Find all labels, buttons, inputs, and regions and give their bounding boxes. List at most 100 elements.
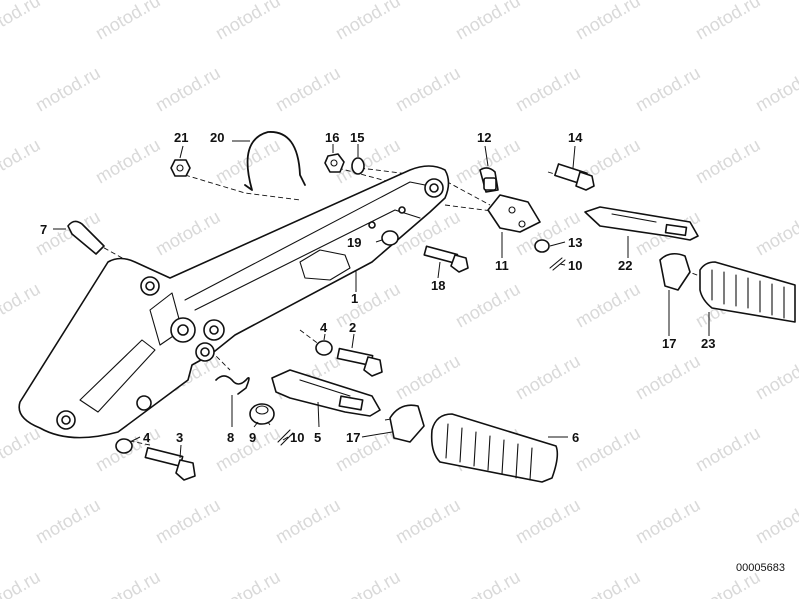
footrest-peg-5 xyxy=(271,369,381,417)
watermark-text: motod.ru xyxy=(632,495,704,548)
watermark-text: motod.ru xyxy=(392,63,464,116)
callout-8: 8 xyxy=(227,430,234,445)
watermark-text: motod.ru xyxy=(572,279,644,332)
watermark-text: motod.ru xyxy=(392,495,464,548)
rubber-bracket-17b xyxy=(659,252,691,291)
callout-14: 14 xyxy=(568,130,583,145)
callout-5: 5 xyxy=(314,430,321,445)
callout-7: 7 xyxy=(40,222,47,237)
nut-16 xyxy=(324,153,345,173)
washer-15 xyxy=(351,157,365,175)
watermark-text: motod.ru xyxy=(572,423,644,476)
watermark-text: motod.ru xyxy=(212,0,284,43)
callout-4b: 4 xyxy=(143,430,151,445)
callout-4a: 4 xyxy=(320,320,328,335)
bolt-18 xyxy=(423,245,469,273)
watermark-text: motod.ru xyxy=(92,0,164,43)
rubber-bracket-17a xyxy=(389,404,425,443)
washer-13 xyxy=(534,239,550,253)
cotter-pin-10b xyxy=(549,257,566,271)
watermark-text: motod.ru xyxy=(332,279,404,332)
watermark-text: motod.ru xyxy=(512,63,584,116)
callout-2: 2 xyxy=(349,320,356,335)
callout-13: 13 xyxy=(568,235,582,250)
footrest-bracket xyxy=(18,165,450,439)
callout-18: 18 xyxy=(431,278,445,293)
nut-21 xyxy=(170,159,191,177)
callout-labels: 21 20 16 15 12 14 13 10 11 22 19 18 7 1 … xyxy=(40,130,715,445)
spring-clip xyxy=(244,131,306,191)
watermark-text: motod.ru xyxy=(632,351,704,404)
callout-19: 19 xyxy=(347,235,361,250)
bolt-2 xyxy=(336,347,383,377)
callout-23: 23 xyxy=(701,336,715,351)
watermark-text: motod.ru xyxy=(332,567,404,599)
watermark-text: motod.ru xyxy=(0,279,44,332)
bracket-11 xyxy=(487,194,541,233)
watermark-text: motod.ru xyxy=(152,63,224,116)
watermark-text: motod.ru xyxy=(272,63,344,116)
callout-22: 22 xyxy=(618,258,632,273)
callout-9: 9 xyxy=(249,430,256,445)
cotter-pin-10a xyxy=(277,429,294,446)
callout-11: 11 xyxy=(495,258,509,273)
callout-15: 15 xyxy=(350,130,364,145)
callout-6: 6 xyxy=(572,430,579,445)
callout-10b: 10 xyxy=(568,258,582,273)
watermark-text: motod.ru xyxy=(332,0,404,43)
callout-3: 3 xyxy=(176,430,183,445)
watermark-text: motod.ru xyxy=(152,495,224,548)
bushing-9 xyxy=(249,403,275,425)
rubber-footpeg-6 xyxy=(430,413,559,483)
watermark-text: motod.ru xyxy=(572,0,644,43)
watermark-text: motod.ru xyxy=(752,207,799,260)
leader-lines xyxy=(53,140,710,459)
watermark-text: motod.ru xyxy=(0,0,44,43)
watermark-text: motod.ru xyxy=(92,567,164,599)
callout-20: 20 xyxy=(210,130,224,145)
footrest-peg-22 xyxy=(584,206,699,241)
washer-4b xyxy=(115,438,133,454)
rubber-footpeg-23 xyxy=(699,261,796,323)
callout-21: 21 xyxy=(174,130,188,145)
watermark-text: motod.ru xyxy=(752,351,799,404)
bolt-14 xyxy=(554,163,595,191)
pin-7 xyxy=(67,220,105,255)
watermark-text: motod.ru xyxy=(152,207,224,260)
washer-4a xyxy=(315,340,333,356)
watermark-text: motod.ru xyxy=(512,351,584,404)
watermark-text: motod.ru xyxy=(212,567,284,599)
watermark-text: motod.ru xyxy=(512,495,584,548)
callout-12: 12 xyxy=(477,130,491,145)
watermark-text: motod.ru xyxy=(272,495,344,548)
watermark-text: motod.ru xyxy=(692,0,764,43)
callout-1: 1 xyxy=(351,291,358,306)
watermark-text: motod.ru xyxy=(572,567,644,599)
watermark-text: motod.ru xyxy=(212,423,284,476)
watermark-text: motod.ru xyxy=(32,63,104,116)
watermark-text: motod.ru xyxy=(692,423,764,476)
watermark-text: motod.ru xyxy=(0,423,44,476)
watermark-text: motod.ru xyxy=(392,351,464,404)
watermark-text: motod.ru xyxy=(0,135,44,188)
watermark-text: motod.ru xyxy=(752,63,799,116)
callout-16: 16 xyxy=(325,130,339,145)
watermark-text: motod.ru xyxy=(32,495,104,548)
callout-10a: 10 xyxy=(290,430,304,445)
watermark-text: motod.ru xyxy=(0,567,44,599)
watermark-text: motod.ru xyxy=(452,279,524,332)
watermark-text: motod.ru xyxy=(692,135,764,188)
callout-17a: 17 xyxy=(346,430,360,445)
washer-19 xyxy=(381,230,399,246)
watermark-text: motod.ru xyxy=(452,567,524,599)
watermark-text: motod.ru xyxy=(752,495,799,548)
spring-8 xyxy=(215,375,250,395)
pin-12 xyxy=(479,167,499,193)
reference-number: 00005683 xyxy=(736,562,785,574)
watermark-text: motod.ru xyxy=(632,63,704,116)
bolt-3 xyxy=(144,446,196,481)
watermark-text: motod.ru xyxy=(452,0,524,43)
watermark-text: motod.ru xyxy=(92,135,164,188)
callout-17b: 17 xyxy=(662,336,676,351)
